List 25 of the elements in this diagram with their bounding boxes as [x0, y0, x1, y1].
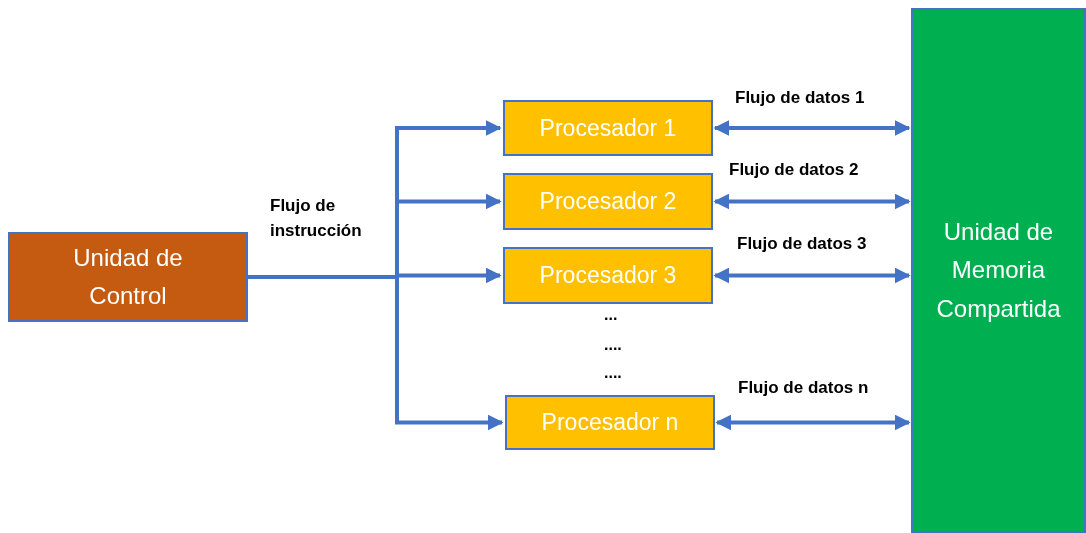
arrow: [715, 414, 911, 431]
arrow: [713, 120, 911, 136]
ellipsis-label: ....: [604, 364, 622, 382]
node-text: Unidad de Memoria Compartida: [935, 216, 1062, 324]
edge-label: Flujo de datos 2: [729, 160, 859, 180]
node-text: Unidad de Control: [72, 242, 184, 311]
processor-box: [503, 100, 713, 156]
node-text: Procesador 2: [538, 187, 678, 217]
arrow: [713, 267, 911, 284]
processor-box: [503, 173, 713, 230]
ellipsis-label: ...: [604, 306, 618, 324]
node-text: Procesador n: [540, 408, 680, 438]
processor-box: [505, 395, 715, 450]
edge-label: Flujo de datos n: [738, 378, 869, 398]
arrow: [713, 193, 911, 210]
ellipsis-label: ....: [604, 336, 622, 354]
edge-label: Flujo de datos 3: [737, 234, 867, 254]
node-text: Procesador 3: [538, 261, 678, 291]
arrow: [248, 275, 504, 431]
control-unit-box: [8, 232, 248, 322]
node-text: Procesador 1: [538, 113, 678, 143]
bus-label: Flujo de instrucción: [270, 195, 363, 242]
processor-box: [503, 247, 713, 304]
shared-memory-box: [911, 8, 1086, 533]
edge-label: Flujo de datos 1: [735, 88, 865, 108]
